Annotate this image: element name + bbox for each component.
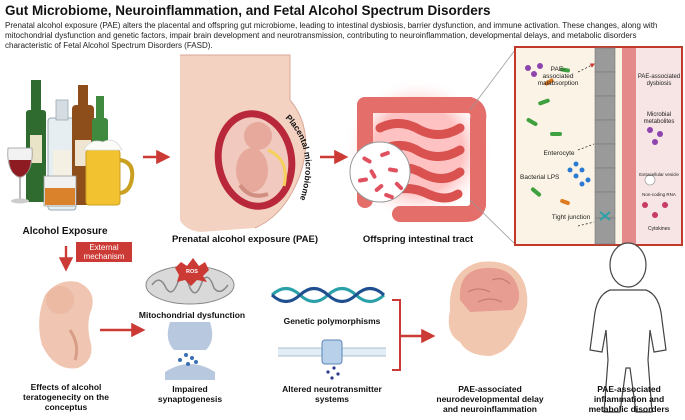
dna-icon bbox=[270, 287, 386, 303]
inset-metabolites-label: Microbial metabolites bbox=[643, 112, 675, 125]
mitochondrial-label: Mitochondrial dysfunction bbox=[138, 310, 246, 320]
inset-tight-junction-label: Tight junction bbox=[551, 214, 591, 221]
inset-cytokines-label: Cytokines bbox=[648, 226, 670, 232]
inset-enterocyte-label: Enterocyte bbox=[543, 150, 575, 157]
page-title: Gut Microbiome, Neuroinflammation, and F… bbox=[5, 3, 491, 18]
inset-vesicle-label: Extracellular vesicle bbox=[639, 172, 679, 177]
embryo-icon bbox=[39, 281, 93, 369]
inset-dysbiosis-label: PAE-associated dysbiosis bbox=[637, 74, 681, 87]
external-mechanism-badge: External mechanism bbox=[76, 242, 132, 262]
inset-malabsorption-label: PAE-associated malabsorption bbox=[537, 66, 579, 87]
effects-alcohol-label: Effects of alcohol teratogenecity on the… bbox=[23, 382, 109, 412]
neurodevelopmental-label: PAE-associated neurodevelopmental delay … bbox=[436, 384, 544, 414]
inset-rna-label: Non-coding RNA bbox=[642, 192, 676, 197]
synapse-icon bbox=[165, 322, 215, 380]
mitochondrion-icon bbox=[145, 258, 235, 305]
genetic-label: Genetic polymorphisms bbox=[283, 316, 381, 326]
prenatal-exposure-label: Prenatal alcohol exposure (PAE) bbox=[171, 234, 319, 245]
description: Prenatal alcohol exposure (PAE) alters t… bbox=[5, 21, 658, 50]
inflammation-metabolic-label: PAE-associated inflammation and metaboli… bbox=[588, 384, 670, 414]
offspring-intestinal-label: Offspring intestinal tract bbox=[362, 234, 474, 245]
ros-label: ROS bbox=[186, 269, 198, 275]
bracket bbox=[392, 299, 401, 371]
alcohol-bottles-icon bbox=[7, 80, 135, 211]
intestine-icon bbox=[343, 78, 493, 222]
child-silhouette-icon bbox=[589, 242, 667, 413]
infant-brain-icon bbox=[448, 261, 528, 356]
alcohol-exposure-label: Alcohol Exposure bbox=[22, 226, 108, 237]
receptor-icon bbox=[278, 339, 386, 380]
gut-barrier-inset bbox=[514, 46, 683, 246]
inset-lps-label: Bacterial LPS bbox=[520, 174, 560, 181]
pregnant-uterus-icon bbox=[180, 54, 307, 232]
neurotransmitter-label: Altered neurotransmitter systems bbox=[282, 384, 382, 404]
synaptogenesis-label: Impaired synaptogenesis bbox=[157, 384, 223, 404]
